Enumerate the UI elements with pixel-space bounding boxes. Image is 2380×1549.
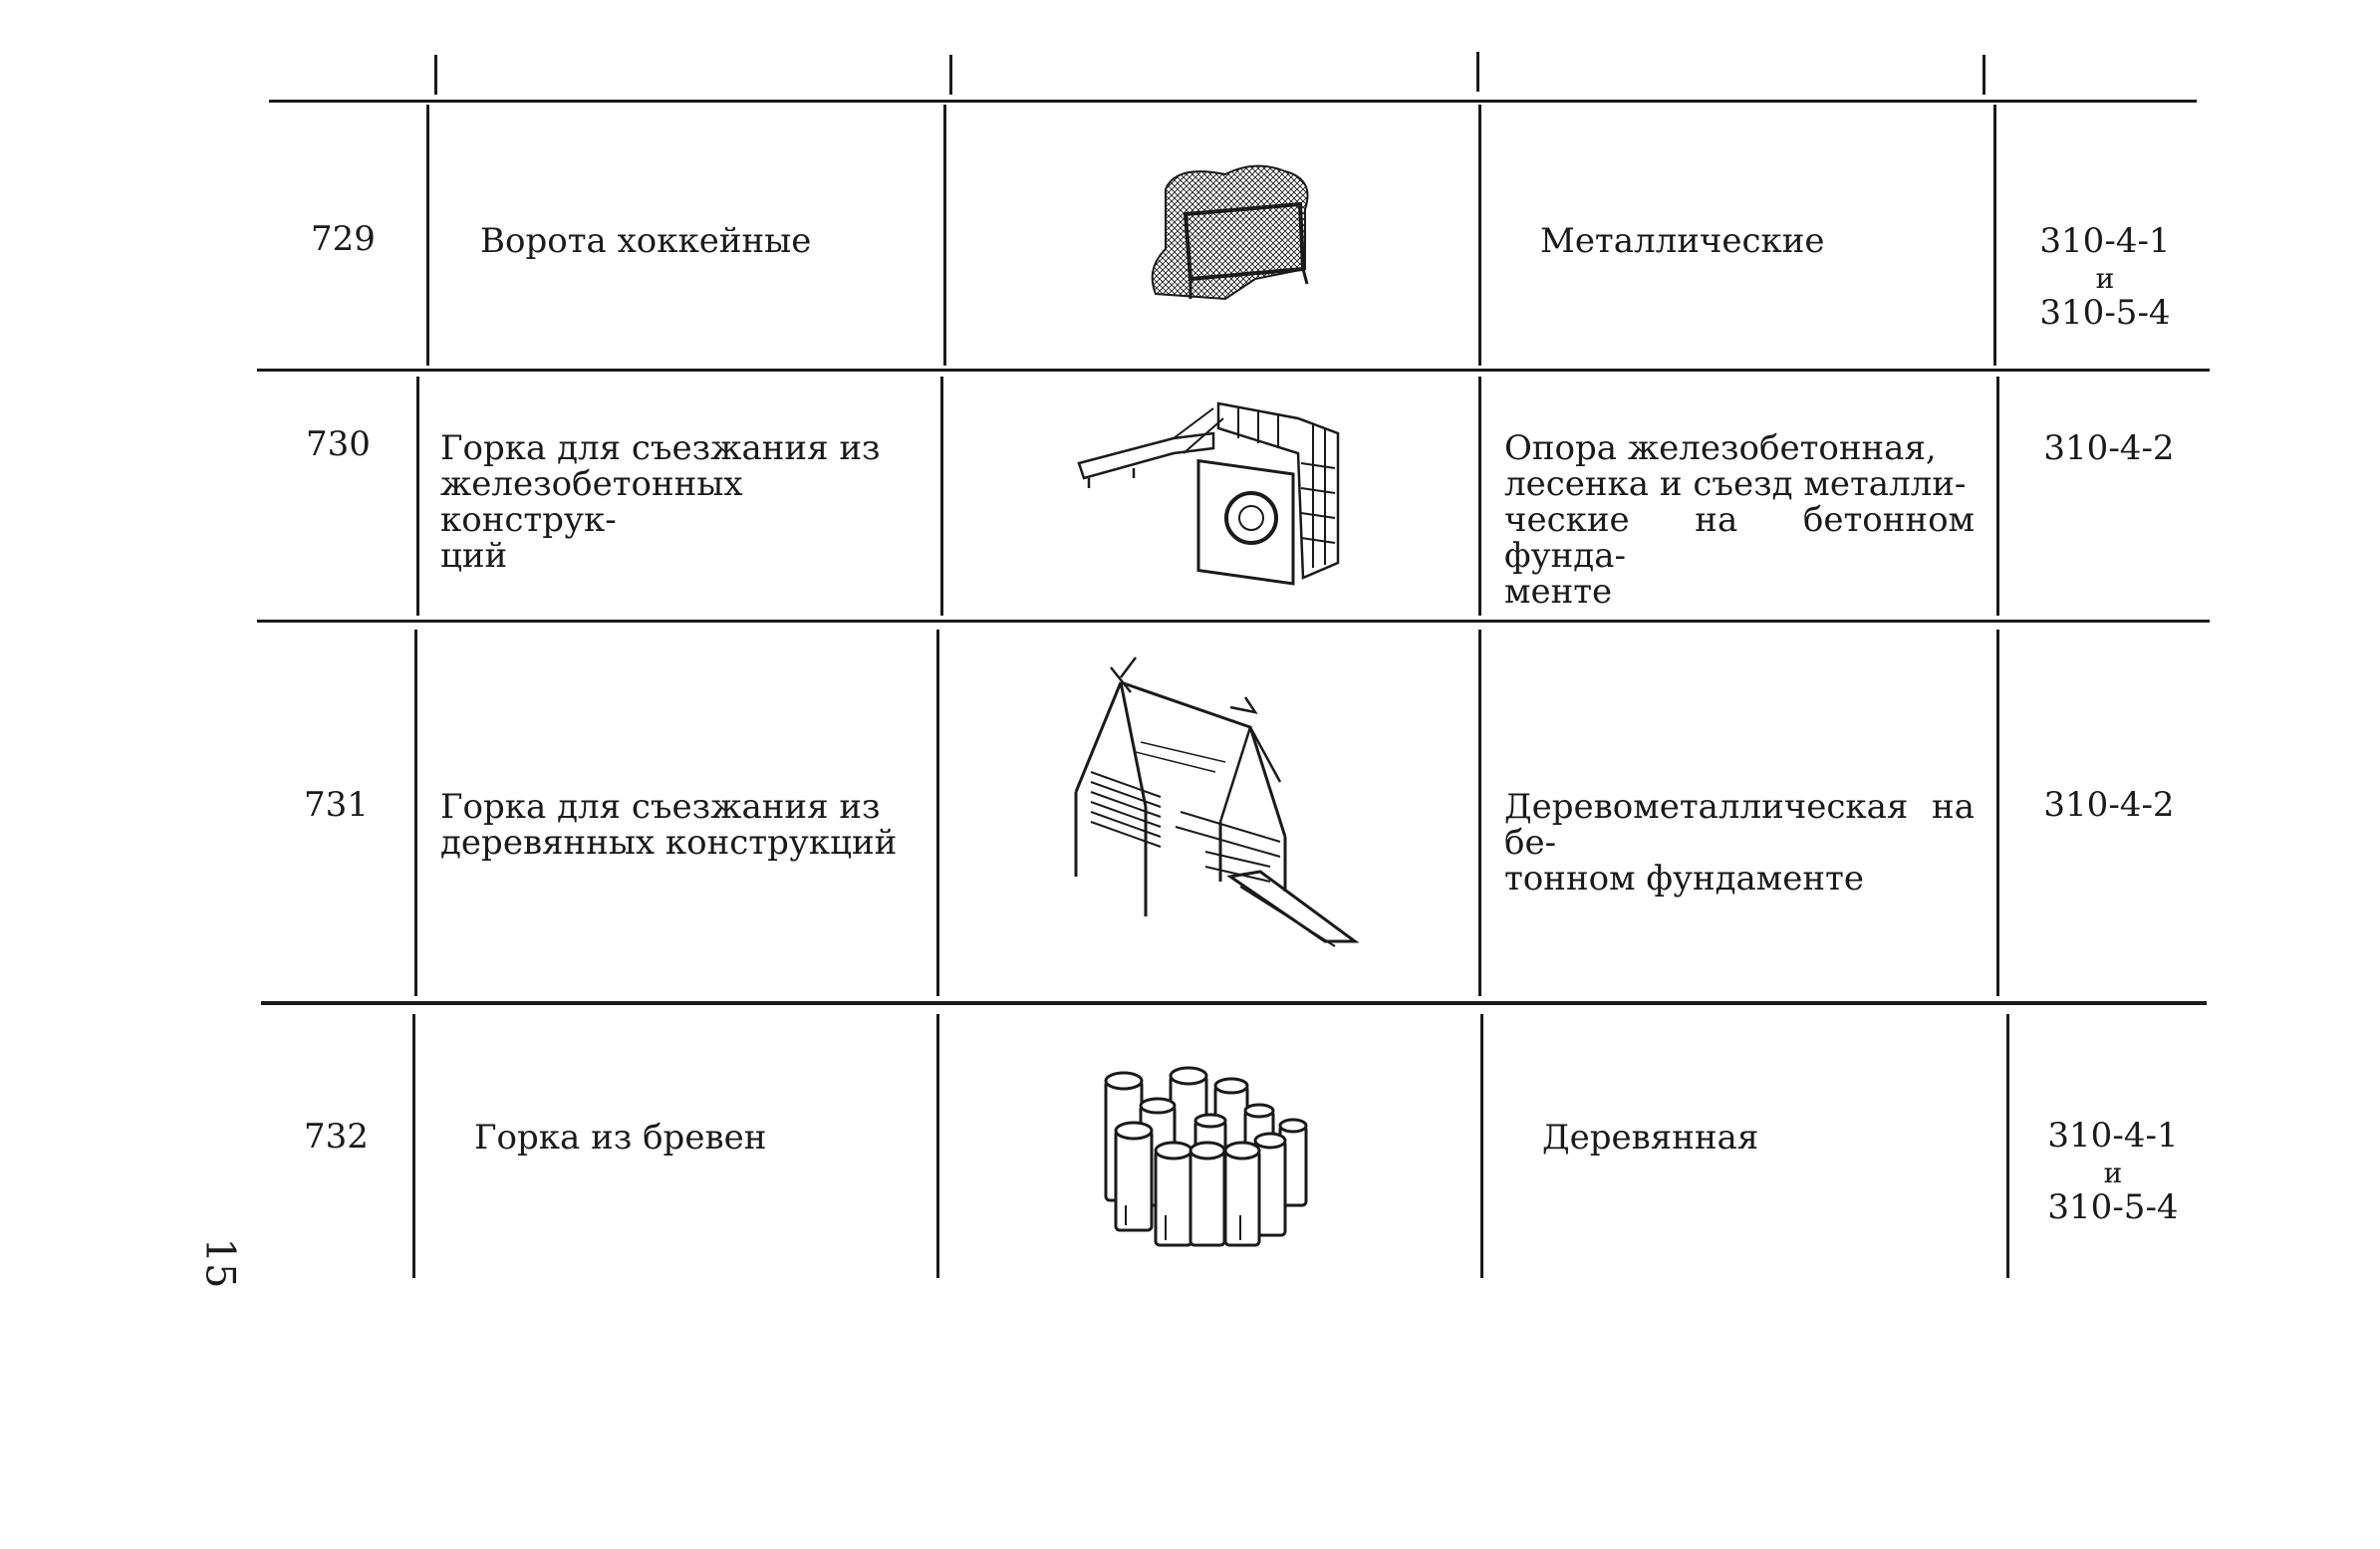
item-name-line: Горка для съезжания из: [440, 787, 881, 827]
item-name: Ворота хоккейные: [480, 221, 812, 261]
top-stub-1: [434, 55, 437, 95]
row-number: 730: [306, 424, 371, 464]
code-and: и: [2103, 1157, 2123, 1189]
vline: [1478, 377, 1481, 616]
vline: [1996, 630, 1999, 996]
vline: [936, 630, 939, 996]
vline: [426, 105, 429, 366]
vline: [412, 1014, 415, 1278]
vline: [2006, 1014, 2009, 1278]
material-line: лесенка и съезд металли-: [1504, 464, 1967, 504]
item-name: Горка для съезжания из железобетонных ко…: [440, 430, 917, 574]
row-separator-3: [261, 1001, 2207, 1005]
hockey-goal-icon: [1151, 164, 1309, 301]
top-stub-2: [949, 55, 952, 95]
item-name-line: ций: [440, 536, 508, 576]
vline: [940, 377, 943, 616]
vline: [416, 377, 419, 616]
vline: [1996, 377, 1999, 616]
code-1: 310-4-2: [2043, 428, 2175, 468]
row-separator-1: [257, 369, 2210, 372]
row-separator-top: [269, 100, 2197, 103]
vline: [414, 630, 417, 996]
material-line: менте: [1504, 572, 1613, 612]
code-1: 310-4-1: [2047, 1116, 2179, 1156]
row-number: 731: [304, 785, 369, 825]
top-stub-4: [1983, 55, 1985, 95]
material: Деревометаллическая на бе- тонном фундам…: [1504, 789, 1975, 897]
row-number: 729: [311, 219, 376, 259]
row-separator-2: [257, 620, 2210, 623]
top-stub-3: [1476, 52, 1479, 92]
material-line: Опора железобетонная,: [1504, 428, 1937, 468]
item-name-line: железобетонных конструк-: [440, 464, 743, 540]
material-line: ческие на бетонном фунда-: [1504, 500, 1975, 576]
material-line: Деревометаллическая на бе-: [1504, 787, 1975, 863]
item-name: Горка из бревен: [474, 1118, 767, 1158]
material: Опора железобетонная, лесенка и съезд ме…: [1504, 430, 1975, 610]
row-number: 732: [304, 1117, 369, 1157]
code-2: 310-5-4: [2047, 1187, 2179, 1227]
item-name: Горка для съезжания из деревянных констр…: [440, 789, 917, 861]
code-2: 310-5-4: [2039, 293, 2171, 333]
concrete-slide-icon: [1077, 401, 1340, 586]
page-number: 15: [196, 1237, 243, 1289]
wooden-slide-house-icon: [1074, 656, 1360, 947]
code-and: и: [2095, 262, 2115, 295]
material: Металлические: [1540, 221, 1825, 261]
code-1: 310-4-2: [2043, 785, 2175, 825]
vline: [1478, 105, 1481, 366]
material: Деревянная: [1542, 1118, 1759, 1158]
log-hill-icon: [1104, 1066, 1308, 1247]
vline: [936, 1014, 939, 1278]
vline: [1480, 1014, 1483, 1278]
vline: [1993, 105, 1996, 366]
item-name-line: деревянных конструкций: [440, 823, 898, 863]
item-name-line: Горка для съезжания из: [440, 428, 881, 468]
code-1: 310-4-1: [2039, 221, 2171, 261]
vline: [1478, 630, 1481, 996]
material-line: тонном фундаменте: [1504, 859, 1864, 899]
vline: [943, 105, 946, 366]
